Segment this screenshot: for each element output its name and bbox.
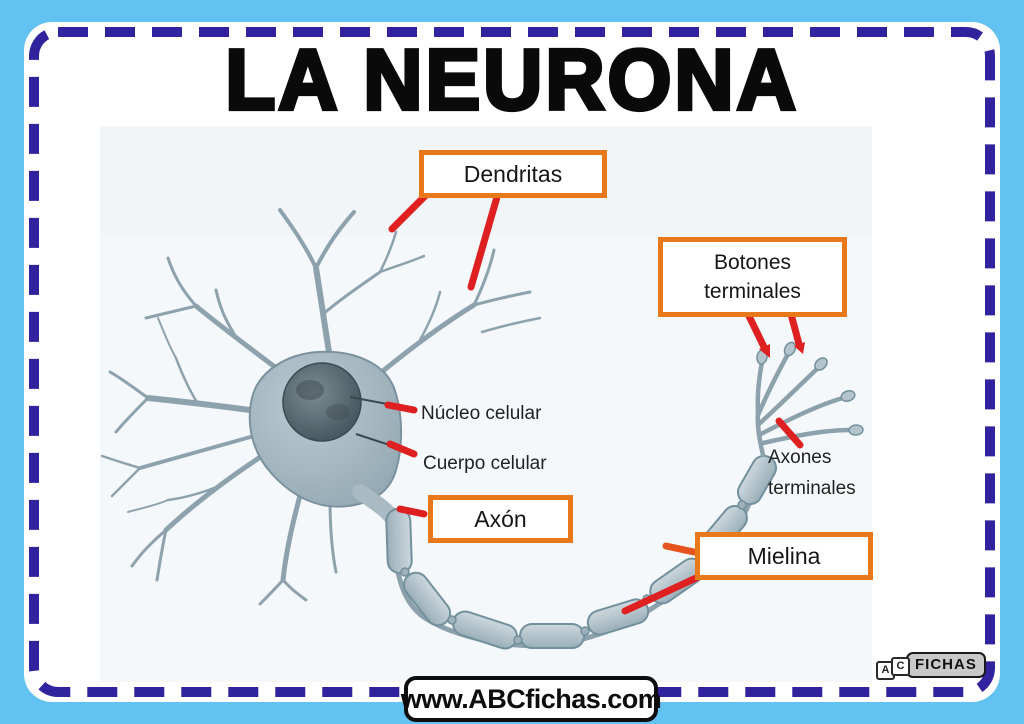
label-box-dendritas: Dendritas	[419, 150, 607, 198]
label-axones-terminales: Axones terminales	[768, 442, 856, 504]
pointer-red-cuerpo	[386, 440, 418, 458]
arrowhead-botones-1	[759, 344, 770, 358]
diagram-background	[100, 126, 872, 682]
label-dendritas-text: Dendritas	[463, 161, 563, 187]
arrowhead-botones-2	[794, 342, 805, 354]
pointer-mielina-2	[621, 574, 700, 615]
pointer-lines-group	[349, 189, 805, 615]
pointer-dendritas-2	[467, 193, 501, 291]
label-box-axon: Axón	[428, 495, 573, 543]
pointer-axones-terminales	[775, 417, 804, 449]
pointer-dendritas-1	[388, 189, 432, 233]
label-box-mielina: Mielina	[695, 532, 873, 580]
label-botones-line2: terminales	[704, 280, 801, 303]
page-title: LA NEURONA	[223, 31, 799, 130]
label-cuerpo-celular: Cuerpo celular	[423, 453, 547, 474]
abcfichas-logo: A C FICHAS	[876, 650, 986, 680]
label-mielina-text: Mielina	[747, 543, 821, 569]
pointer-botones-1	[744, 310, 768, 351]
label-botones-line1: Botones	[713, 251, 792, 274]
label-nucleo-celular: Núcleo celular	[421, 403, 542, 424]
label-axones-line1: Axones	[768, 447, 832, 468]
dendrites-group	[100, 208, 542, 606]
website-badge: www.ABCfichas.com	[401, 676, 662, 722]
label-axon-text: Axón	[474, 506, 527, 532]
pointer-axon	[396, 505, 428, 518]
axon-terminals-group	[755, 341, 864, 458]
website-text: www.ABCfichas.com	[400, 683, 662, 714]
label-box-botones-terminales: Botones terminales	[658, 237, 847, 317]
pointer-mielina-1	[662, 542, 698, 556]
logo-fichas-stamp: FICHAS	[906, 652, 986, 678]
pointer-botones-2	[787, 310, 803, 348]
nucleus-shape	[282, 362, 362, 442]
logo-letter-block-c: C	[891, 656, 910, 676]
pointer-red-nucleo	[384, 401, 418, 414]
label-axones-line2: terminales	[768, 478, 856, 499]
